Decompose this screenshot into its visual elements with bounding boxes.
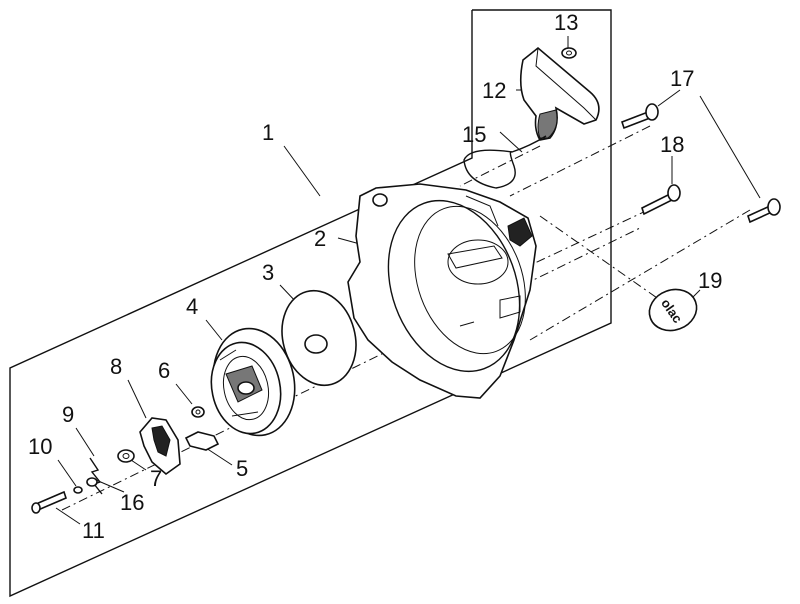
- assembly-outline: [9, 9, 612, 598]
- part-12-starter-handle: [519, 46, 600, 141]
- label-1: 1: [262, 120, 274, 145]
- label-4: 4: [186, 294, 198, 319]
- part-19-decal: olac: [648, 288, 698, 332]
- part-9-spring: [89, 457, 103, 495]
- part-16-washer: [86, 477, 98, 487]
- label-17: 17: [670, 66, 694, 91]
- label-10: 10: [28, 434, 52, 459]
- part-3-spring-plate: [281, 289, 357, 387]
- label-8: 8: [110, 354, 122, 379]
- label-15: 15: [462, 122, 486, 147]
- label-2: 2: [314, 226, 326, 251]
- label-7: 7: [150, 466, 162, 491]
- label-16: 16: [120, 490, 144, 515]
- assembly-axis-lines: [61, 125, 751, 511]
- part-7-nut: [117, 449, 135, 463]
- label-19: 19: [698, 268, 722, 293]
- part-17-bolt-lower: [747, 198, 781, 224]
- part-2-starter-housing: [347, 183, 537, 399]
- part-18-bolt: [641, 184, 681, 216]
- label-9: 9: [62, 402, 74, 427]
- part-11-screw: [31, 490, 67, 514]
- part-6-washer: [191, 406, 205, 418]
- label-3: 3: [262, 260, 274, 285]
- part-10-washer: [73, 486, 83, 494]
- part-17-bolt-upper: [620, 103, 659, 130]
- label-12: 12: [482, 78, 506, 103]
- callout-labels: 1 2 3 4 5 6 7 8 9 10 11 12 13 15 16 17 1…: [28, 10, 722, 543]
- leader-lines: [55, 36, 761, 525]
- label-18: 18: [660, 132, 684, 157]
- label-11: 11: [82, 518, 105, 543]
- part-5-pawl: [184, 431, 220, 451]
- part-13-washer: [561, 47, 577, 59]
- label-6: 6: [158, 358, 170, 383]
- part-15-starter-rope: [463, 135, 547, 189]
- label-5: 5: [236, 456, 248, 481]
- part-8-ratchet-plate: [139, 417, 181, 476]
- label-13: 13: [554, 10, 578, 35]
- part-4-rope-pulley: [210, 327, 296, 437]
